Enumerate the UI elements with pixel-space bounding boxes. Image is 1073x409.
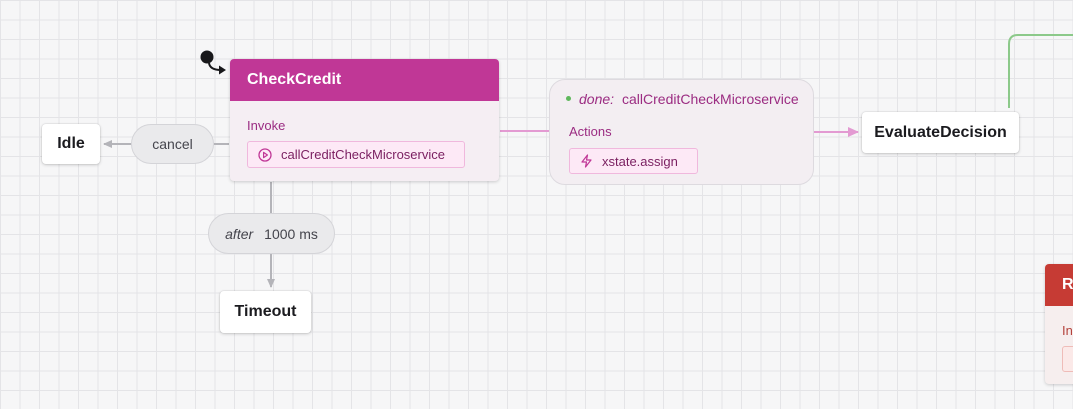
invoke-label: Invoke xyxy=(247,118,286,133)
state-evaluate-decision-label: EvaluateDecision xyxy=(874,123,1007,141)
state-partial-right-chip xyxy=(1062,346,1073,372)
event-done-transition[interactable]: done: callCreditCheckMicroservice Action… xyxy=(549,79,814,185)
state-partial-right[interactable]: R In xyxy=(1045,264,1073,384)
state-check-credit-header: CheckCredit xyxy=(230,59,499,101)
state-timeout[interactable]: Timeout xyxy=(220,291,311,333)
event-cancel[interactable]: cancel xyxy=(131,124,214,164)
action-chip[interactable]: xstate.assign xyxy=(569,148,698,174)
state-partial-right-title: R xyxy=(1062,276,1073,293)
state-evaluate-decision[interactable]: EvaluateDecision xyxy=(862,112,1019,153)
state-timeout-label: Timeout xyxy=(234,303,297,320)
event-after[interactable]: after 1000 ms xyxy=(208,213,335,254)
done-event-target: callCreditCheckMicroservice xyxy=(622,91,799,107)
edge-evaluate-out xyxy=(1008,34,1073,108)
state-partial-right-header: R xyxy=(1045,264,1073,306)
state-idle-label: Idle xyxy=(57,135,85,152)
state-idle[interactable]: Idle xyxy=(42,124,100,164)
invoke-service-chip[interactable]: callCreditCheckMicroservice xyxy=(247,141,465,168)
actions-label: Actions xyxy=(569,124,612,139)
event-after-value: 1000 ms xyxy=(264,225,318,242)
done-event-prefix: done: xyxy=(579,91,615,107)
play-circle-icon xyxy=(258,147,272,162)
initial-state-indicator xyxy=(200,50,226,75)
state-partial-right-label: In xyxy=(1062,323,1073,338)
done-status-dot xyxy=(566,96,571,101)
lightning-icon xyxy=(580,154,593,168)
state-check-credit-title: CheckCredit xyxy=(247,71,342,88)
event-cancel-label: cancel xyxy=(152,136,193,152)
action-name: xstate.assign xyxy=(602,153,678,169)
event-after-prefix: after xyxy=(225,225,254,242)
invoke-service-name: callCreditCheckMicroservice xyxy=(281,147,445,162)
state-check-credit[interactable]: CheckCredit Invoke callCreditCheckMicros… xyxy=(230,59,499,181)
